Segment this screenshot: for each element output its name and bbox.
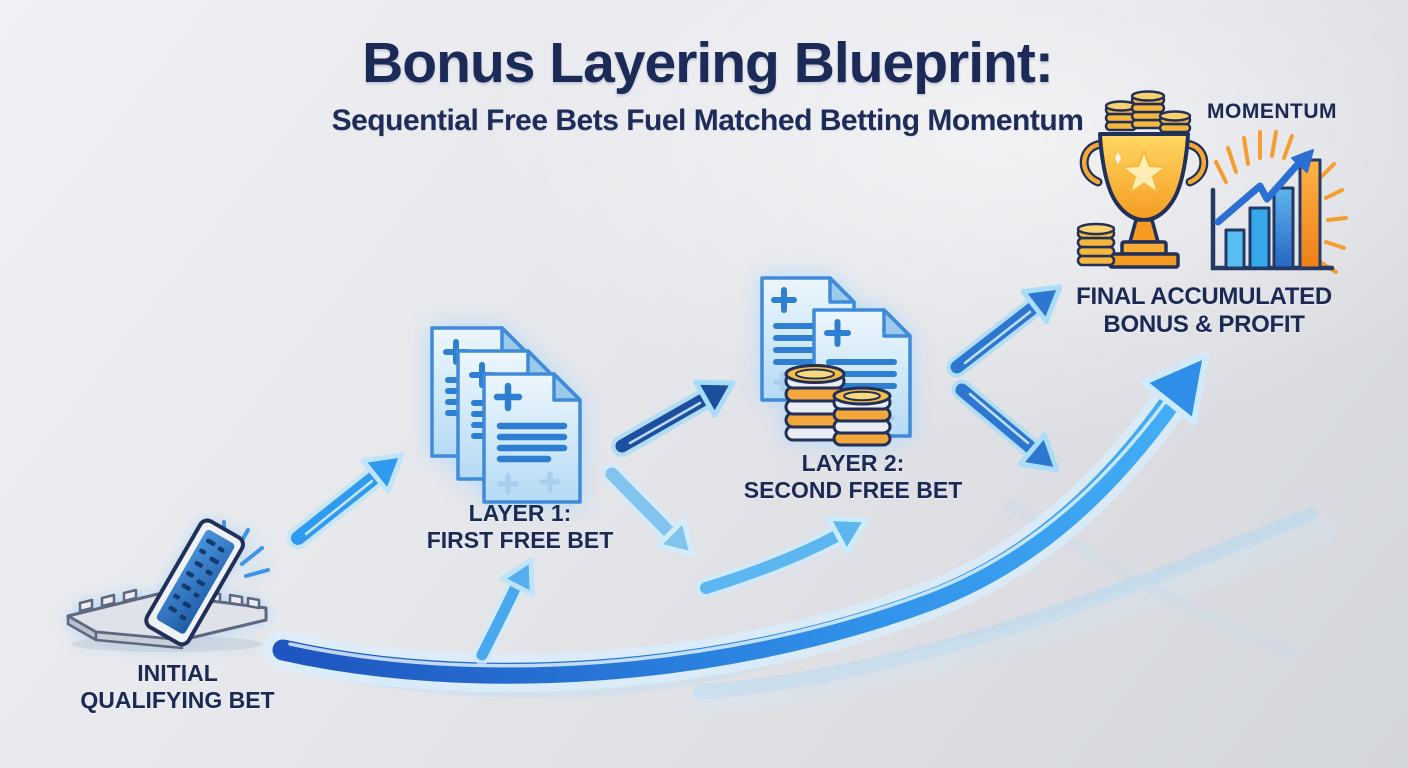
side-coin-stack [1076,222,1116,267]
label-line: INITIAL [137,660,218,686]
final-reward-cluster [1076,90,1348,274]
page-subtitle: Sequential Free Bets Fuel Matched Bettin… [331,103,1084,137]
label-layer1-first-free-bet: LAYER 1: FIRST FREE BET [415,500,625,554]
arrow-layer2-to-final [946,284,1063,378]
label-line: FINAL ACCUMULATED [1076,283,1332,310]
top-coins-left [1104,100,1138,132]
label-line: LAYER 1: [468,500,572,526]
page-title: Bonus Layering Blueprint: [362,31,1054,95]
label-line: SECOND FREE BET [743,477,963,504]
bet-slips-with-coins-icon [760,276,912,447]
doc-front [482,372,582,504]
arrow-initial-to-layer1 [286,452,405,550]
arrow-mid-curved-up [696,516,869,598]
coin-stack-right [832,386,892,447]
arrow-layer1-to-layer2 [611,379,736,457]
arrow-layer1-down [601,463,695,557]
top-coins-right [1158,110,1192,134]
title-block: Bonus Layering Blueprint: Sequential Fre… [275,31,1140,138]
betting-slip [144,518,245,647]
top-coins-mid [1130,90,1166,130]
label-layer2-second-free-bet: LAYER 2: SECOND FREE BET [728,450,978,504]
label-momentum: MOMENTUM [1207,100,1337,123]
label-line: QUALIFYING BET [80,687,275,714]
arrow-layer2-down [951,379,1060,473]
label-final-accumulated-bonus: FINAL ACCUMULATED BONUS & PROFIT [1056,283,1352,340]
label-line: FIRST FREE BET [426,527,614,554]
burst-rays [1214,130,1348,274]
sweep-branch-arrow [472,557,535,665]
momentum-sweep-arrow [264,352,1209,693]
trophy-star [1121,150,1167,194]
label-line: BONUS & PROFIT [1103,311,1305,339]
betting-slip-launch-icon [66,518,270,652]
growth-bar-chart-icon [1210,149,1335,271]
coin-stack-left [784,364,846,442]
trophy-with-coins-icon [1076,90,1209,269]
label-line: LAYER 2: [801,450,905,476]
stacked-bet-slips-icon [430,326,582,504]
label-initial-qualifying-bet: INITIAL QUALIFYING BET [55,660,300,714]
